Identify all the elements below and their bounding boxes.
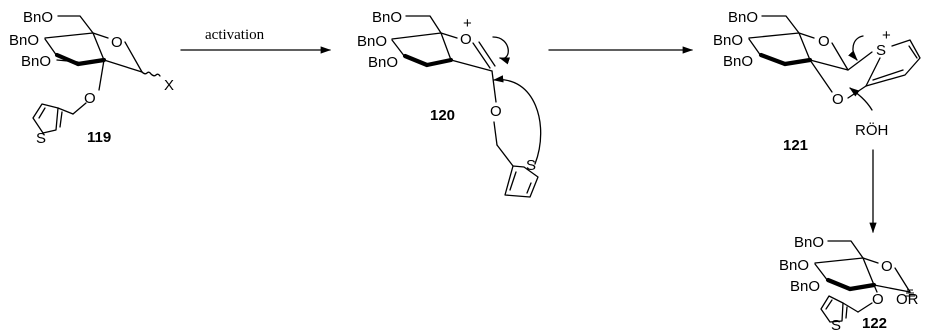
c122-anomeric-or: OR (896, 291, 919, 308)
c120-oxocarbenium-charge: + (463, 15, 472, 32)
c120-bno-6: BnO (372, 9, 402, 26)
c121-ether-o: O (832, 91, 844, 108)
c121-ring-o: O (818, 33, 830, 50)
c119-anomeric-x: X (164, 77, 174, 94)
activation-label: activation (205, 27, 265, 43)
compound-number-121: 121 (783, 137, 808, 154)
c122-thiophene-s: S (831, 317, 841, 331)
c119-bonds (32, 15, 161, 134)
c119-thiophene-s: S (36, 130, 46, 147)
c122-bonds (814, 240, 915, 323)
c119-bno-3: BnO (21, 53, 51, 70)
c119-bno-4: BnO (9, 32, 39, 49)
c121-sulfonium-s: S (876, 42, 886, 59)
c120-ring-o: O (460, 31, 472, 48)
c122-bno-6: BnO (794, 234, 824, 251)
compound-119: BnO BnO BnO O X O S 119 (9, 9, 174, 147)
compound-number-122: 122 (862, 315, 887, 331)
c121-bno-4: BnO (713, 32, 743, 49)
c122-bno-4: BnO (779, 257, 809, 274)
c121-nucleophile: RÖH (855, 121, 888, 139)
c121-bonds (748, 15, 921, 111)
c122-ether-o: O (872, 291, 884, 308)
c120-ether-o: O (490, 103, 502, 120)
compound-120: BnO BnO BnO O + O S 120 (357, 9, 542, 198)
compound-number-120: 120 (430, 107, 455, 124)
c120-bonds (391, 15, 542, 198)
c122-ring-o: O (881, 258, 893, 275)
c119-ether-o: O (84, 90, 96, 107)
c121-bno-6: BnO (728, 9, 758, 26)
compound-122: BnO BnO BnO O OR O S 122 (779, 234, 919, 331)
c119-bno-6: BnO (23, 9, 53, 26)
c121-bno-3: BnO (723, 53, 753, 70)
c120-bno-3: BnO (368, 54, 398, 71)
compound-number-119: 119 (87, 129, 111, 146)
c121-sulfonium-charge: + (882, 27, 891, 44)
compound-121: BnO BnO BnO O O S + RÖH 121 (713, 9, 921, 154)
c120-bno-4: BnO (357, 33, 387, 50)
c122-bno-3: BnO (790, 278, 820, 295)
c122-hashed-bond (905, 289, 915, 297)
c119-ring-o: O (111, 34, 123, 51)
c120-thiophene-s: S (526, 157, 536, 174)
